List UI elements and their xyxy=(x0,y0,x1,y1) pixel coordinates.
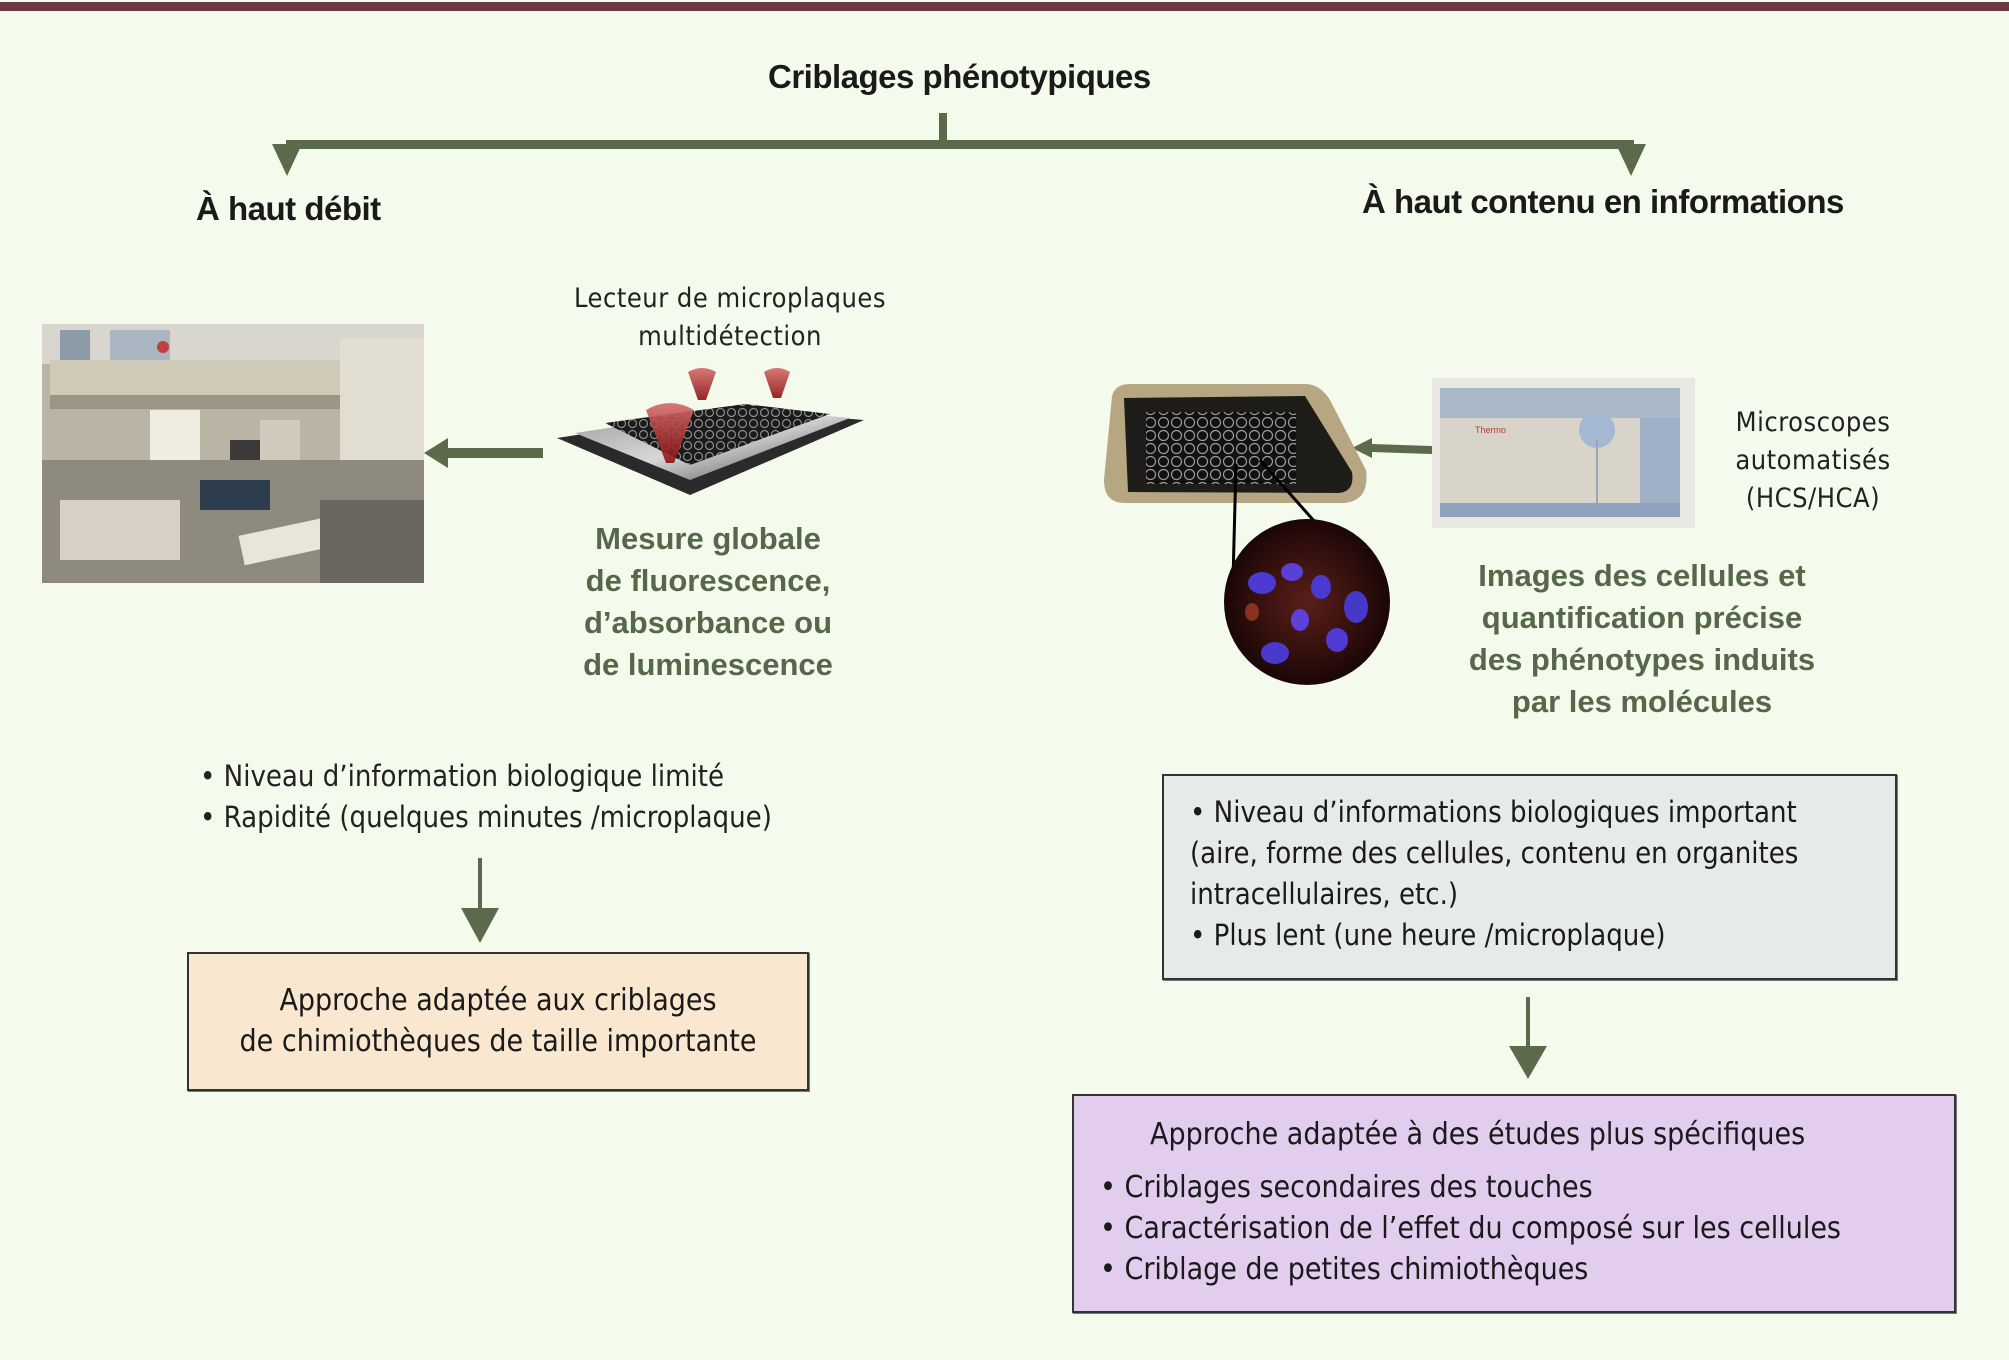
global-measure-line: Mesure globale xyxy=(595,521,821,556)
global-measure-line: d’absorbance ou xyxy=(583,605,833,640)
list-item: • Caractérisation de l’effet du composé … xyxy=(1100,1211,1841,1246)
microplate-reader-label-line2: multidétection xyxy=(638,321,822,352)
arrow-head-right-branch xyxy=(1616,144,1646,176)
microscope-label-line: (HCS/HCA) xyxy=(1745,483,1881,514)
tree-stem xyxy=(939,113,947,149)
global-measure-line: de luminescence xyxy=(583,647,833,682)
list-item: • Criblage de petites chimiothèques xyxy=(1100,1252,1589,1287)
arrow-reader-to-platform-head xyxy=(424,438,448,468)
info-line: (aire, forme des cellules, contenu en or… xyxy=(1190,836,1799,870)
cell-images-line: des phénotypes induits xyxy=(1468,642,1816,677)
cell-images-line: quantification précise xyxy=(1481,600,1803,635)
microscope-label-line: automatisés xyxy=(1735,445,1891,476)
arrow-down-right-shaft xyxy=(1526,997,1530,1053)
left-outcome-line: Approche adaptée aux criblages xyxy=(279,983,717,1018)
arrow-head-left-branch xyxy=(272,144,302,176)
right-outcome-heading: Approche adaptée à des études plus spéci… xyxy=(1150,1117,1806,1152)
diagram-title: Criblages phénotypiques xyxy=(768,58,1151,95)
list-item: • Niveau d’information biologique limité xyxy=(200,759,725,793)
list-item: • Criblages secondaires des touches xyxy=(1100,1170,1593,1205)
arrow-down-left-shaft xyxy=(478,858,482,918)
arrow-microscope-to-tray xyxy=(1352,438,1432,458)
top-accent-bar xyxy=(0,2,2009,11)
info-line: • Plus lent (une heure /microplaque) xyxy=(1190,918,1666,952)
left-branch-heading: À haut débit xyxy=(196,190,381,227)
microscope-label-line: Microscopes xyxy=(1735,407,1891,438)
left-outcome-box: Approche adaptée aux criblages de chimio… xyxy=(187,952,809,1091)
cell-images-text: Images des cellules et quantification pr… xyxy=(1462,555,1822,723)
right-branch-heading: À haut contenu en informations xyxy=(1362,183,1844,220)
svg-text:Thermo: Thermo xyxy=(1475,425,1506,435)
automated-microscope-photo: Thermo xyxy=(1432,378,1695,528)
fluorescent-cells-micrograph xyxy=(1224,519,1390,685)
microscope-label: Microscopes automatisés (HCS/HCA) xyxy=(1700,404,1926,518)
cell-images-line: Images des cellules et xyxy=(1478,558,1806,593)
left-characteristics-list: • Niveau d’information biologique limité… xyxy=(200,756,772,838)
arrow-down-right-head xyxy=(1509,1046,1547,1079)
right-info-box: • Niveau d’informations biologiques impo… xyxy=(1162,774,1897,980)
global-measure-text: Mesure globale de fluorescence, d’absorb… xyxy=(560,518,856,686)
info-line: • Niveau d’informations biologiques impo… xyxy=(1190,795,1797,829)
arrow-down-left-head xyxy=(461,908,499,943)
robotic-screening-platform-photo xyxy=(42,324,424,583)
zoom-line-left xyxy=(1231,463,1238,581)
cell-images-line: par les molécules xyxy=(1511,684,1773,719)
list-item: • Rapidité (quelques minutes /microplaqu… xyxy=(200,800,772,834)
info-line: intracellulaires, etc.) xyxy=(1190,877,1459,911)
microplate-tray-photo xyxy=(1104,384,1367,503)
microplate-reader-label-line1: Lecteur de microplaques xyxy=(573,283,886,314)
microplate-reader-illustration xyxy=(557,368,864,495)
tree-horizontal-bar xyxy=(286,140,1634,149)
right-outcome-box: Approche adaptée à des études plus spéci… xyxy=(1072,1094,1956,1313)
global-measure-line: de fluorescence, xyxy=(585,563,831,598)
microplate-reader-label: Lecteur de microplaques multidétection xyxy=(555,280,905,356)
left-outcome-line: de chimiothèques de taille importante xyxy=(239,1024,757,1059)
arrow-reader-to-platform-shaft xyxy=(445,448,543,458)
